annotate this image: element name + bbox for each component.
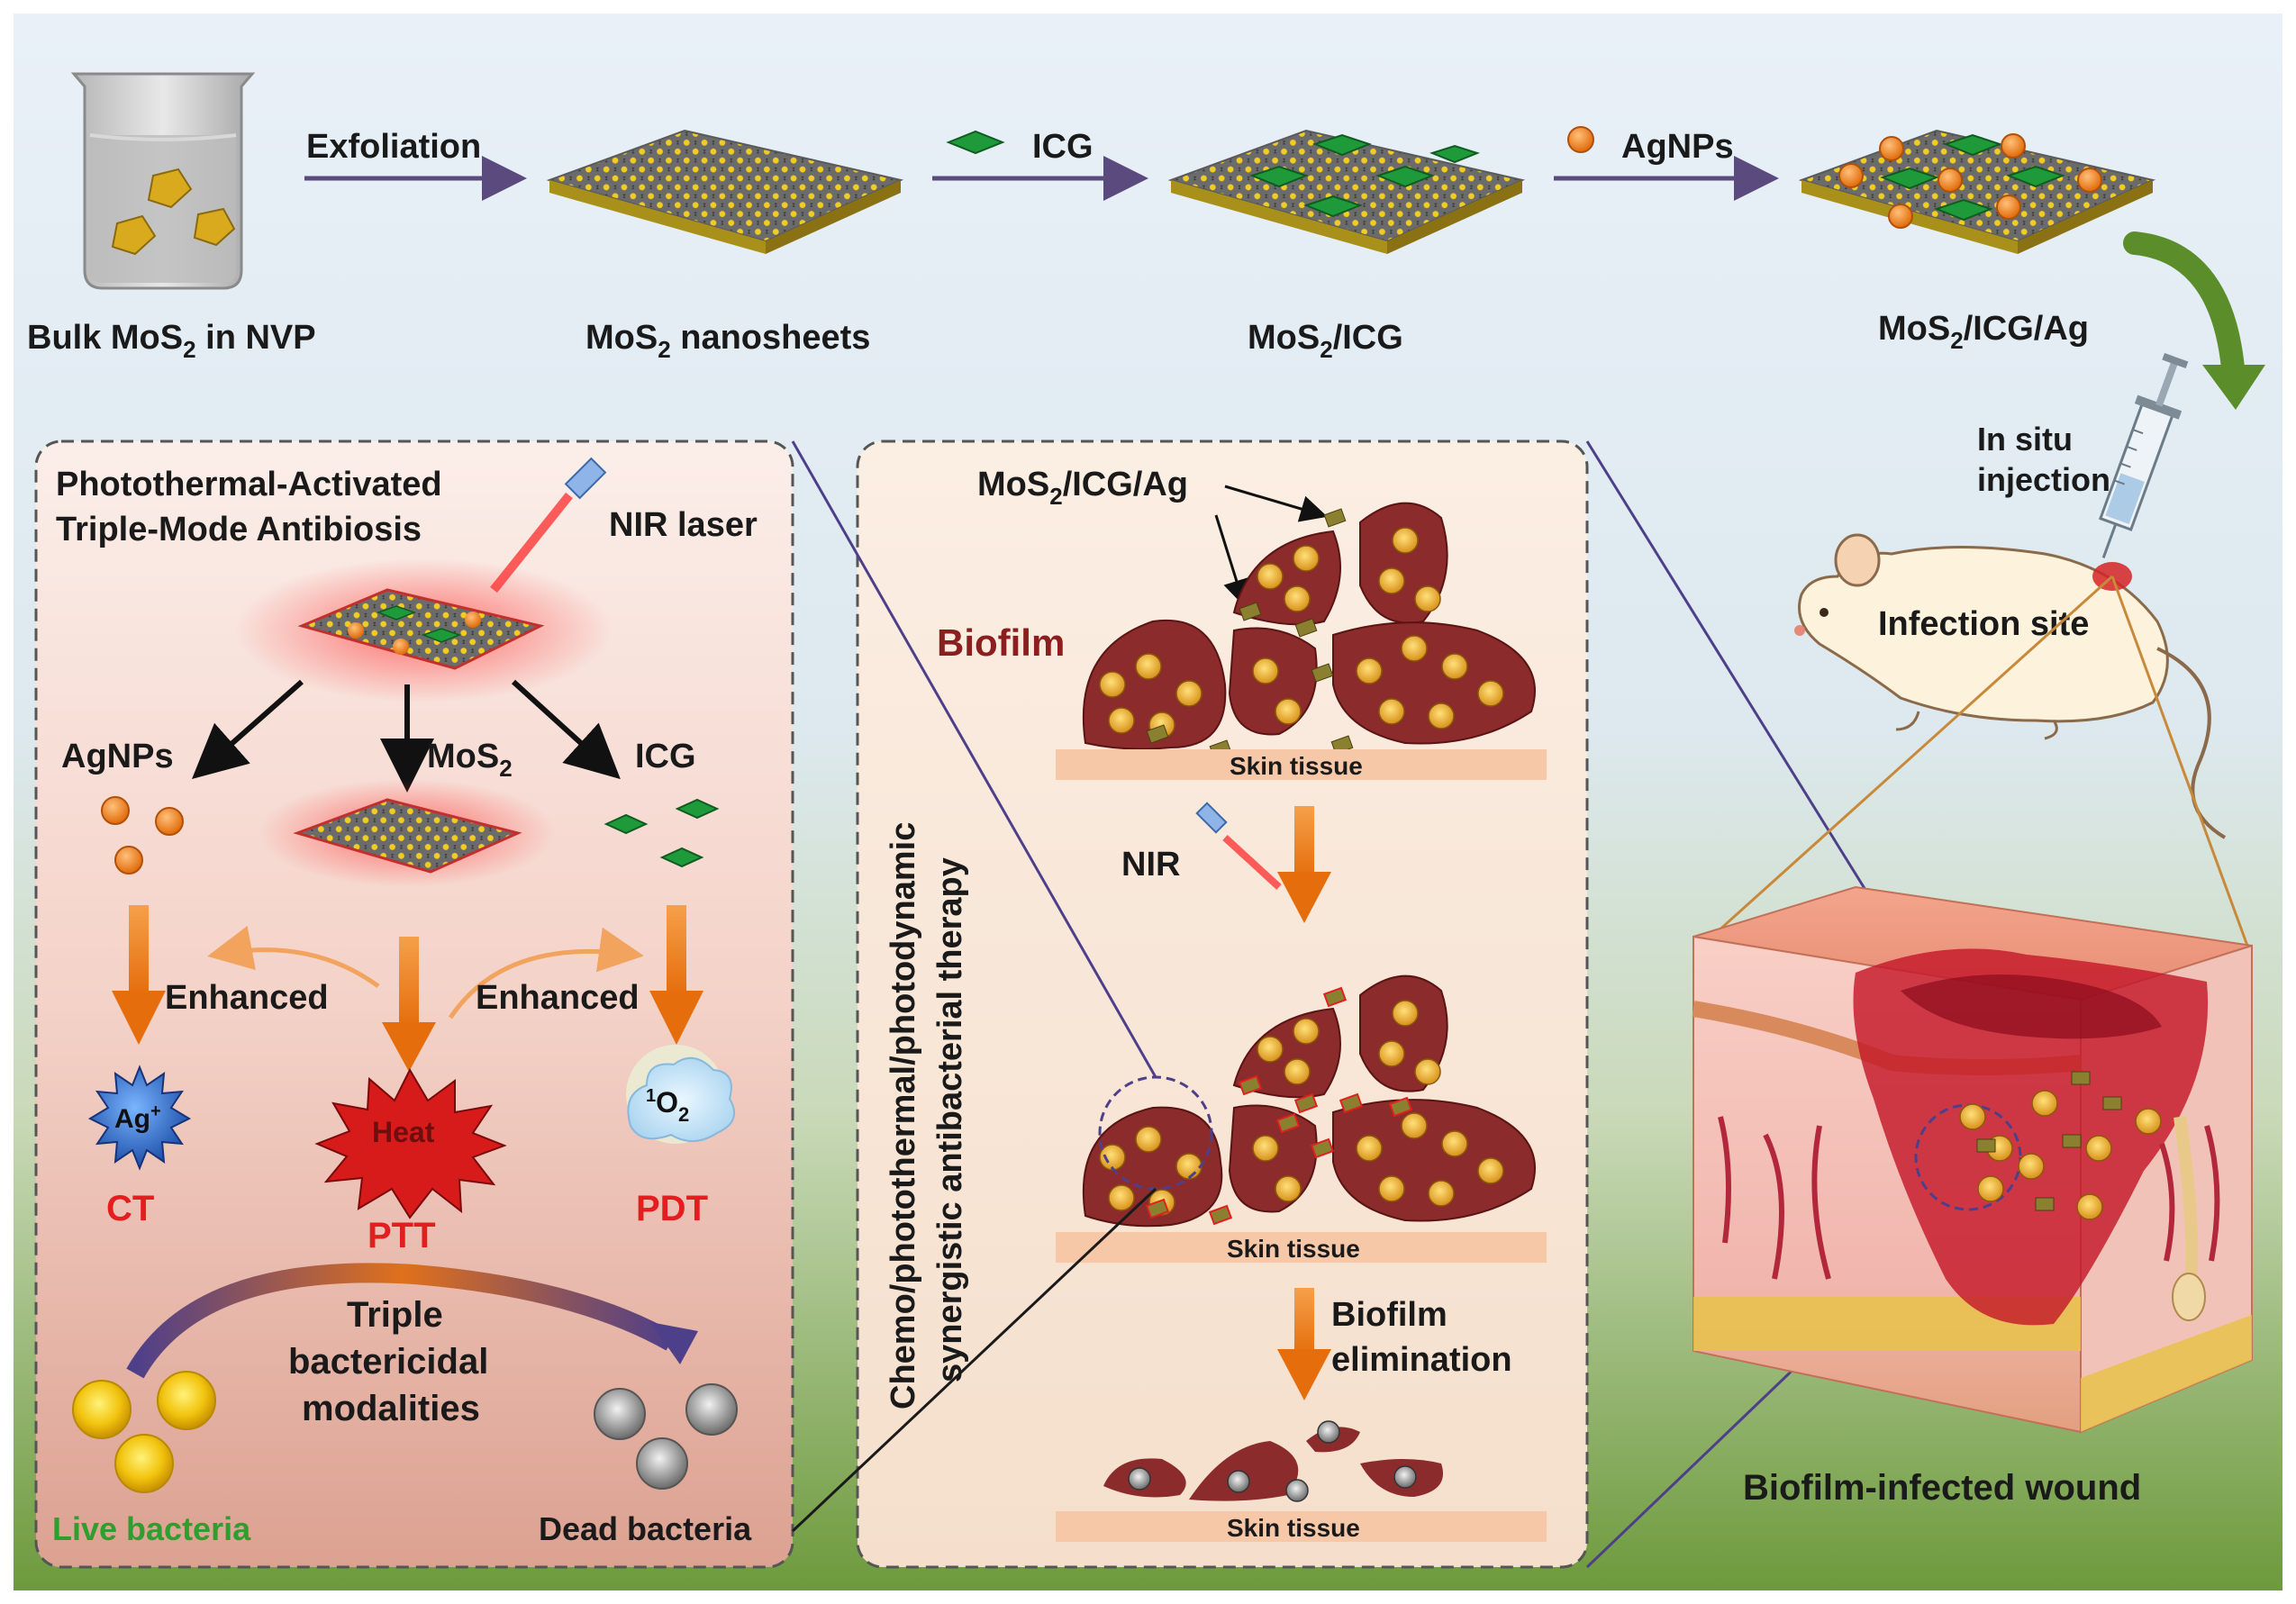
skin-band-3 [1056, 1511, 1547, 1542]
nir-orange-arrow [1277, 806, 1331, 923]
mos2-icg-sheet-icon [1167, 129, 1526, 254]
ptt-label: PTT [368, 1216, 436, 1255]
skin-block-icon [1692, 885, 2253, 1434]
middle-laser-icon [1195, 802, 1282, 890]
svg-text:Ag+: Ag+ [114, 1101, 161, 1134]
arrow-to-icg [511, 679, 621, 780]
mos2-label: MoS2 [427, 738, 513, 782]
skin-label-2: Skin tissue [1227, 1235, 1360, 1263]
mos2-icg-ag-label: MoS2/ICG/Ag [1878, 310, 2089, 354]
orange-arrow-pdt [649, 905, 703, 1045]
svg-text:1O2: 1O2 [646, 1086, 689, 1126]
agnps-particles-icon [101, 796, 184, 874]
nir-laser-label: NIR laser [609, 506, 758, 544]
triple-label-line2: bactericidal [288, 1342, 488, 1382]
agent-label: MoS2/ICG/Ag [977, 466, 1188, 510]
dead-bacteria-icon [594, 1383, 738, 1490]
svg-text:MoS2/ICG/Ag: MoS2/ICG/Ag [1878, 310, 2089, 354]
live-bacteria-icon [72, 1371, 216, 1493]
icg-squares-icon [603, 798, 720, 868]
ag-ion-icon: Ag+ [87, 1065, 192, 1171]
nir-label: NIR [1121, 846, 1180, 884]
mos2-icg-label: MoS2/ICG [1248, 319, 1403, 363]
agnps-step-label: AgNPs [1621, 128, 1734, 166]
curved-green-arrowhead [2202, 365, 2265, 410]
mos2-nanosheets-label: MoS2 nanosheets [585, 319, 870, 363]
left-panel-title-line1: Photothermal-Activated [56, 466, 442, 503]
enhanced-right-arrow [448, 927, 644, 1019]
vertical-therapy-label: Chemo/photothermal/photodynamic synergis… [885, 822, 969, 1409]
mos2-glowing-sheet-icon [259, 779, 556, 887]
skin-label-1: Skin tissue [1230, 752, 1363, 780]
singlet-oxygen-cloud-icon: 1O2 [626, 1045, 736, 1144]
orange-arrow-ptt [382, 937, 436, 1072]
mos2-nanosheet-icon [546, 129, 904, 254]
dead-bacteria-label: Dead bacteria [539, 1510, 752, 1547]
mouse-icon [1794, 533, 2227, 839]
connector-line-left-bottom [791, 1187, 1157, 1533]
orange-arrow-ct [112, 905, 166, 1045]
skin-band-1 [1056, 749, 1547, 780]
svg-text:Bulk MoS2 in NVP: Bulk MoS2 in NVP [27, 319, 316, 363]
left-panel-title-line2: Triple-Mode Antibiosis [56, 511, 422, 548]
bulk-mos2-label: Bulk MoS2 in NVP [27, 319, 316, 363]
connector-line-left-top [791, 440, 1157, 1078]
enhanced-left-arrow [207, 925, 380, 989]
svg-text:MoS2/ICG/Ag: MoS2/ICG/Ag [977, 466, 1188, 510]
icg-label: ICG [635, 738, 696, 775]
enhanced-left-label: Enhanced [165, 979, 329, 1017]
agent-pointer-2 [1214, 514, 1250, 607]
biofilm-label: Biofilm [937, 621, 1065, 664]
svg-text:MoS2 nanosheets: MoS2 nanosheets [585, 319, 870, 363]
curved-green-arrow [2123, 231, 2246, 390]
live-bacteria-label: Live bacteria [52, 1510, 251, 1547]
infection-site-label: Infection site [1878, 605, 2089, 643]
triple-curved-arrow [126, 1263, 676, 1379]
icg-step-label: ICG [1032, 128, 1094, 166]
wound-label: Biofilm-infected wound [1743, 1468, 2141, 1508]
elimination-label-line2: elimination [1331, 1341, 1512, 1379]
beaker-icon [70, 72, 256, 290]
biofilm-cluster-top [1082, 502, 1536, 759]
skin-label-3: Skin tissue [1227, 1514, 1360, 1542]
svg-text:MoS2: MoS2 [427, 738, 513, 782]
svg-text:Chemo/photothermal/photodynami: Chemo/photothermal/photodynamic [885, 822, 922, 1409]
elimination-label-line1: Biofilm [1331, 1296, 1447, 1334]
triple-label-line3: modalities [302, 1389, 480, 1428]
in-situ-label-line2: injection [1977, 461, 2110, 498]
skin-band-2 [1056, 1232, 1547, 1263]
mos2-icg-ag-sheet-icon [1798, 129, 2156, 254]
pdt-label: PDT [636, 1189, 708, 1228]
syringe-icon [2098, 352, 2189, 558]
ct-label: CT [106, 1189, 154, 1228]
biofilm-remnants [1103, 1420, 1443, 1502]
heat-burst-icon: Heat [314, 1067, 507, 1219]
agnp-orange-particle-icon [1567, 126, 1594, 153]
elimination-orange-arrow [1277, 1288, 1331, 1400]
glowing-nanosheet-icon [234, 558, 613, 702]
arrow-to-agnps [192, 679, 304, 779]
biofilm-cluster-middle [1082, 974, 1536, 1228]
enhanced-right-label: Enhanced [476, 979, 640, 1017]
agnps-label: AgNPs [61, 738, 174, 775]
funnel-line-left [1705, 575, 2114, 943]
triple-label-line1: Triple [347, 1295, 443, 1335]
exfoliation-label: Exfoliation [306, 128, 481, 166]
agent-pointer-1 [1224, 485, 1328, 522]
svg-text:Heat: Heat [372, 1116, 435, 1148]
in-situ-label-line1: In situ [1977, 421, 2073, 458]
svg-text:synergistic antibacterial ther: synergistic antibacterial therapy [931, 857, 969, 1382]
icg-green-square-icon [946, 130, 1005, 155]
funnel-line-right [2110, 575, 2249, 947]
triple-curved-arrowhead [650, 1322, 698, 1364]
svg-text:MoS2/ICG: MoS2/ICG [1248, 319, 1403, 363]
